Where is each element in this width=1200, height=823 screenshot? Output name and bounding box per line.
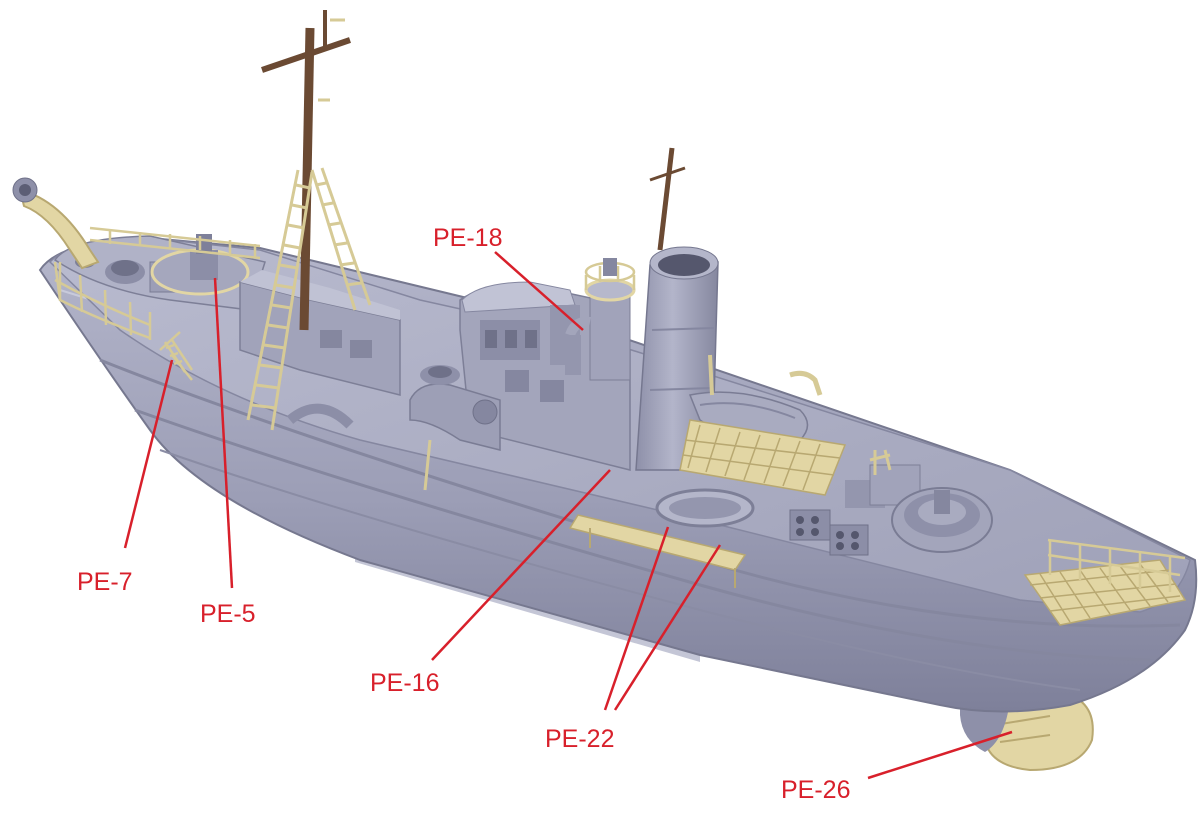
- side-ladder: [159, 331, 194, 381]
- callout-pe-18: PE-18: [433, 224, 503, 252]
- midship-winch: [409, 365, 501, 491]
- forecastle-railing: [53, 226, 261, 340]
- bench: [568, 514, 747, 588]
- aft-gun-mount: [891, 487, 993, 553]
- bow-fairlead: [12, 177, 100, 270]
- leader-line-pe-22-a: [603, 526, 670, 711]
- foremast: [261, 10, 351, 331]
- callout-pe-16: PE-16: [370, 669, 440, 697]
- leader-line-pe-7: [123, 359, 174, 549]
- aft-mast: [649, 147, 686, 251]
- leader-line-pe-5: [213, 277, 234, 589]
- callout-pe-26: PE-26: [781, 776, 851, 804]
- callout-pe-7: PE-7: [77, 568, 133, 596]
- callout-pe-5: PE-5: [200, 600, 256, 628]
- forecastle: [53, 234, 266, 311]
- crows-nest: [565, 258, 636, 381]
- life-raft: [655, 488, 755, 528]
- superstructure: [459, 281, 631, 471]
- leader-lines: [123, 251, 1013, 780]
- aft-davit: [869, 449, 892, 475]
- callout-pe-22: PE-22: [545, 725, 615, 753]
- leader-line-pe-22-b: [613, 544, 722, 711]
- leader-line-pe-16: [431, 469, 611, 661]
- stern-grating: [1023, 538, 1187, 626]
- boat-deck-grating: [679, 419, 847, 496]
- leader-line-pe-26: [867, 730, 1013, 780]
- bridge-block: [239, 270, 401, 429]
- mast-ladders: [246, 167, 372, 431]
- aft-deck-fittings: [789, 464, 921, 556]
- leader-line-pe-18: [494, 251, 584, 331]
